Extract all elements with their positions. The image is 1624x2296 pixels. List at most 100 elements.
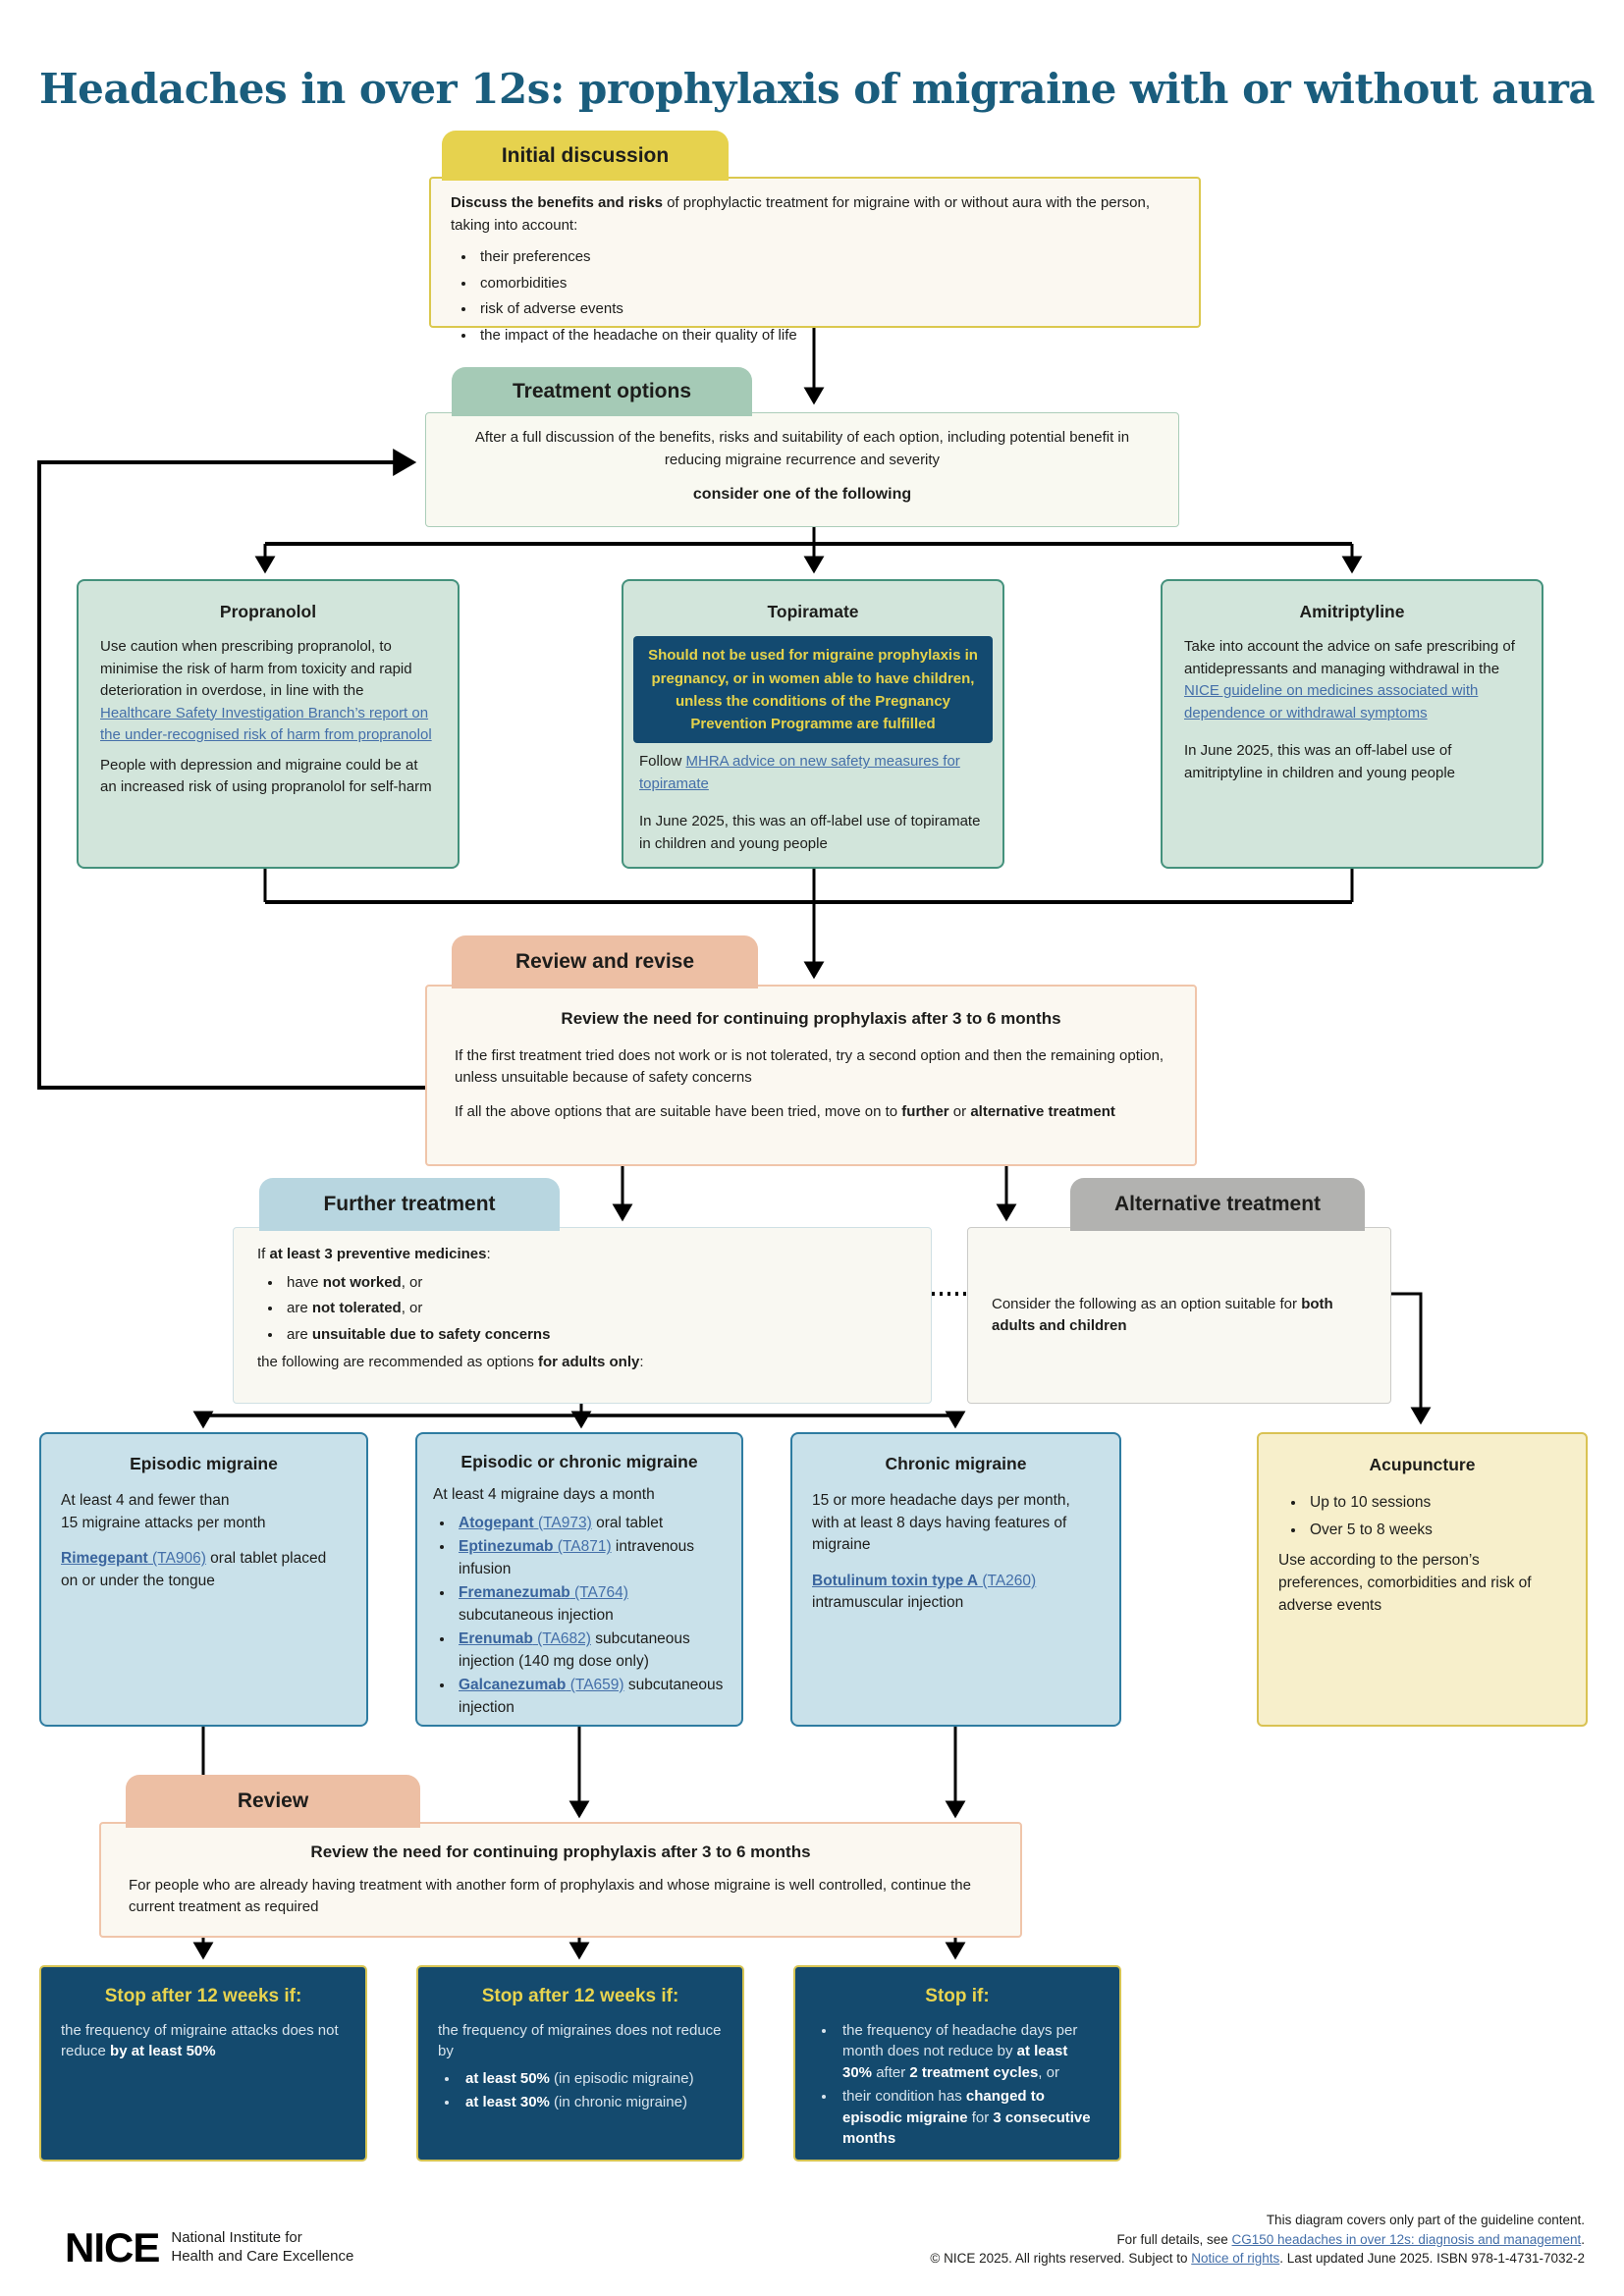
list-item: their preferences [476, 246, 1179, 269]
panel-further-treatment: If at least 3 preventive medicines: have… [233, 1227, 932, 1404]
list-item: Over 5 to 8 weeks [1306, 1519, 1566, 1541]
footer-link-notice-of-rights[interactable]: Notice of rights [1191, 2251, 1280, 2267]
stop-box-title: Stop after 12 weeks if: [104, 1986, 302, 2006]
box-title: Episodic or chronic migraine [460, 1452, 698, 1471]
link-mhra-topiramate[interactable]: MHRA advice on new safety measures for t… [639, 753, 960, 792]
list-item: the frequency of headache days per month… [837, 2020, 1100, 2084]
list-item: Erenumab (TA682) subcutaneous injection … [455, 1629, 726, 1673]
chronic-definition: 15 or more headache days per month, with… [812, 1492, 1070, 1554]
further-bullets: have not worked, or are not tolerated, o… [257, 1272, 907, 1347]
episodic-option: Rimegepant (TA906) oral tablet placed on… [61, 1550, 327, 1589]
list-item: are unsuitable due to safety concerns [283, 1324, 907, 1347]
list-item: Galcanezumab (TA659) subcutaneous inject… [455, 1675, 726, 1719]
link-nice-dependence-guideline[interactable]: NICE guideline on medicines associated w… [1184, 682, 1479, 721]
nice-logo: NICE National Institute for Health and C… [65, 2224, 353, 2271]
footer-notes: This diagram covers only part of the gui… [930, 2211, 1585, 2269]
box-title: Propranolol [219, 602, 317, 621]
panel-alternative-treatment: Consider the following as an option suit… [967, 1227, 1391, 1404]
panel-treatment-options: After a full discussion of the benefits,… [425, 412, 1179, 527]
list-item: comorbidities [476, 273, 1179, 295]
nice-logo-text: NICE [65, 2224, 160, 2270]
review-heading: Review the need for continuing prophylax… [310, 1842, 811, 1861]
tab-alternative-treatment: Alternative treatment [1070, 1178, 1365, 1231]
box-title: Chronic migraine [885, 1454, 1027, 1473]
initial-discussion-bullets: their preferences comorbidities risk of … [451, 246, 1179, 347]
panel-review: Review the need for continuing prophylax… [99, 1822, 1022, 1938]
link-fremanezumab[interactable]: Fremanezumab (TA764) [459, 1584, 628, 1602]
link-eptinezumab[interactable]: Eptinezumab (TA871) [459, 1538, 612, 1556]
tab-review: Review [126, 1775, 420, 1828]
list-item: are not tolerated, or [283, 1298, 907, 1320]
box-propranolol: Propranolol Use caution when prescribing… [77, 579, 460, 869]
box-acupuncture: Acupuncture Up to 10 sessions Over 5 to … [1257, 1432, 1588, 1727]
alternative-text: Consider the following as an option suit… [992, 1295, 1333, 1335]
review-text: For people who are already having treatm… [129, 1876, 971, 1916]
further-lead: If at least 3 preventive medicines: [257, 1246, 491, 1262]
page-title: Headaches in over 12s: prophylaxis of mi… [39, 65, 1596, 114]
epi-chronic-options: Atogepant (TA973) oral tablet Eptinezuma… [433, 1513, 726, 1719]
stop-box-title: Stop after 12 weeks if: [481, 1986, 679, 2006]
box-chronic-migraine: Chronic migraine 15 or more headache day… [790, 1432, 1121, 1727]
box-title: Episodic migraine [130, 1454, 278, 1473]
link-galcanezumab[interactable]: Galcanezumab (TA659) [459, 1677, 624, 1694]
link-hsib-report[interactable]: Healthcare Safety Investigation Branch’s… [100, 704, 432, 744]
tab-further-treatment: Further treatment [259, 1178, 560, 1231]
link-rimegepant[interactable]: Rimegepant (TA906) [61, 1550, 206, 1568]
acupuncture-bullets: Up to 10 sessions Over 5 to 8 weeks [1278, 1491, 1566, 1541]
stop-text: the frequency of migraines does not redu… [438, 2021, 722, 2060]
footer-line-3: © NICE 2025. All rights reserved. Subjec… [930, 2251, 1585, 2267]
tab-treatment-options: Treatment options [452, 367, 752, 416]
box-episodic-migraine: Episodic migraine At least 4 and fewer t… [39, 1432, 368, 1727]
list-item: at least 50% (in episodic migraine) [460, 2068, 723, 2090]
list-item: the impact of the headache on their qual… [476, 325, 1179, 347]
stop-text: the frequency of migraine attacks does n… [61, 2021, 339, 2060]
list-item: Eptinezumab (TA871) intravenous infusion [455, 1536, 726, 1580]
box-title: Acupuncture [1369, 1455, 1476, 1474]
box-topiramate: Topiramate Should not be used for migrai… [622, 579, 1004, 869]
link-erenumab[interactable]: Erenumab (TA682) [459, 1630, 591, 1648]
acupuncture-note: Use according to the person’s preference… [1278, 1551, 1532, 1615]
stop-bullets: the frequency of headache days per month… [815, 2020, 1100, 2151]
review-revise-p2: If all the above options that are suitab… [455, 1102, 1115, 1120]
list-item: Atogepant (TA973) oral tablet [455, 1513, 726, 1534]
treatment-options-consider: consider one of the following [692, 486, 912, 503]
propranolol-text: Use caution when prescribing propranolol… [100, 638, 432, 744]
amitriptyline-note: In June 2025, this was an off-label use … [1184, 742, 1456, 781]
box-amitriptyline: Amitriptyline Take into account the advi… [1161, 579, 1543, 869]
topiramate-note: In June 2025, this was an off-label use … [639, 813, 981, 852]
further-tail: the following are recommended as options… [257, 1354, 644, 1370]
box-title: Topiramate [767, 602, 859, 621]
stop-bullets: at least 50% (in episodic migraine) at l… [438, 2068, 723, 2113]
topiramate-text: Follow MHRA advice on new safety measure… [639, 753, 960, 792]
panel-review-and-revise: Review the need for continuing prophylax… [425, 985, 1197, 1166]
link-botulinum-toxin[interactable]: Botulinum toxin type A (TA260) [812, 1572, 1037, 1589]
footer-line-1: This diagram covers only part of the gui… [1266, 2213, 1585, 2227]
list-item: risk of adverse events [476, 298, 1179, 321]
tab-initial-discussion: Initial discussion [442, 131, 729, 181]
chronic-option: Botulinum toxin type A (TA260) intramusc… [812, 1572, 1037, 1612]
stop-box-episodic: Stop after 12 weeks if: the frequency of… [39, 1965, 367, 2162]
episodic-definition: At least 4 and fewer than 15 migraine at… [61, 1492, 266, 1531]
list-item: their condition has changed to episodic … [837, 2086, 1100, 2150]
epi-chronic-definition: At least 4 migraine days a month [433, 1486, 655, 1504]
list-item: Up to 10 sessions [1306, 1491, 1566, 1514]
link-atogepant[interactable]: Atogepant (TA973) [459, 1514, 592, 1531]
list-item: at least 30% (in chronic migraine) [460, 2092, 723, 2113]
review-revise-p1: If the first treatment tried does not wo… [455, 1046, 1164, 1087]
box-episodic-or-chronic-migraine: Episodic or chronic migraine At least 4 … [415, 1432, 743, 1727]
propranolol-note: People with depression and migraine coul… [100, 756, 432, 796]
review-revise-heading: Review the need for continuing prophylax… [561, 1009, 1061, 1028]
stop-box-chronic: Stop if: the frequency of headache days … [793, 1965, 1121, 2162]
nice-org-name: National Institute for Health and Care E… [171, 2229, 354, 2265]
panel-initial-discussion: Discuss the benefits and risks of prophy… [429, 177, 1201, 344]
stop-box-title: Stop if: [925, 1986, 990, 2006]
stop-box-episodic-or-chronic: Stop after 12 weeks if: the frequency of… [416, 1965, 744, 2162]
footer-link-cg150[interactable]: CG150 headaches in over 12s: diagnosis a… [1231, 2231, 1582, 2247]
tab-review-and-revise: Review and revise [452, 935, 758, 988]
footer-line-2: For full details, see CG150 headaches in… [1116, 2231, 1585, 2247]
list-item: Fremanezumab (TA764) subcutaneous inject… [455, 1582, 726, 1627]
initial-discussion-text: Discuss the benefits and risks of prophy… [451, 194, 1150, 234]
topiramate-pregnancy-warning: Should not be used for migraine prophyla… [633, 636, 993, 744]
